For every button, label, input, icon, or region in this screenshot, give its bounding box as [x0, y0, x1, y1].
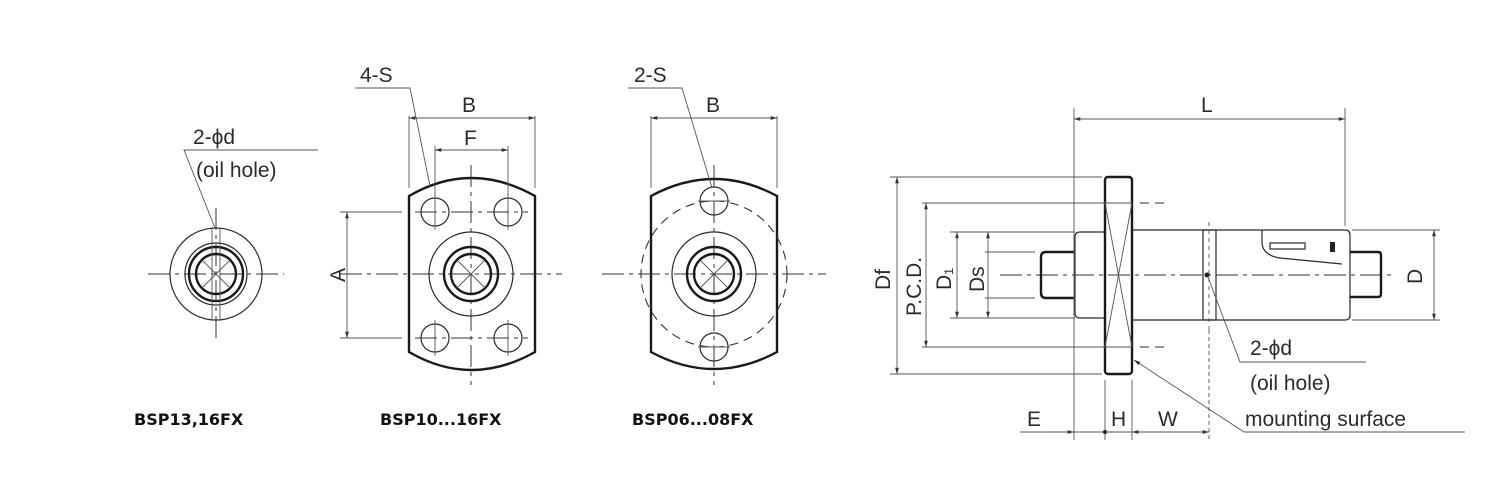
- screw-leader: [628, 87, 713, 189]
- dim-b-label: B: [462, 94, 476, 117]
- dim-w-label: W: [1158, 408, 1178, 431]
- caption-bsp06-08fx: BSP06...08FX: [632, 410, 754, 429]
- dim-l-label: L: [1201, 94, 1213, 117]
- flange-outline: [407, 176, 537, 372]
- flange: [1103, 175, 1134, 376]
- view-bsp06-08fx: B 2-S BSP06...08FX: [602, 64, 826, 429]
- mounting-surface-leader: [1133, 359, 1465, 433]
- screw-leader: [355, 87, 431, 187]
- caption-bsp10-16fx: BSP10...16FX: [380, 410, 502, 429]
- dim-b-label: B: [706, 94, 720, 117]
- view-bsp13-16fx: 2-ϕd (oil hole) BSP13,16FX: [134, 126, 318, 429]
- dim-h-label: H: [1111, 408, 1126, 431]
- oil-hole-leader: [1207, 276, 1366, 363]
- side-view: L Df P.C.D. D₁ Ds D E: [872, 94, 1465, 440]
- mounting-surface-label: mounting surface: [1245, 408, 1406, 431]
- oil-hole-note: (oil hole): [196, 159, 277, 182]
- dim-e-label: E: [1027, 408, 1041, 431]
- oil-hole-label: 2-ϕd: [193, 126, 235, 149]
- dim-f-label: F: [464, 127, 477, 150]
- spigot: [1039, 250, 1074, 300]
- oil-hole-label: 2-ϕd: [1250, 337, 1292, 360]
- oil-hole-note: (oil hole): [1250, 372, 1331, 395]
- dim-d1-label: D₁: [933, 268, 956, 290]
- screw-label: 2-S: [634, 64, 667, 87]
- caption-bsp13-16fx: BSP13,16FX: [134, 410, 244, 429]
- dim-df-label: Df: [872, 269, 895, 290]
- screw-label: 4-S: [360, 64, 393, 87]
- nut-outer-circle: [169, 227, 263, 321]
- oil-hole-leader: [183, 149, 318, 229]
- dim-pcd-label: P.C.D.: [903, 257, 926, 316]
- dim-d-label: D: [1404, 269, 1427, 284]
- dim-ds-label: Ds: [966, 266, 989, 292]
- flange-outline: [649, 177, 779, 371]
- view-bsp10-16fx: B F A 4-S BSP10...16FX: [327, 64, 562, 429]
- dim-a-label: A: [327, 268, 350, 282]
